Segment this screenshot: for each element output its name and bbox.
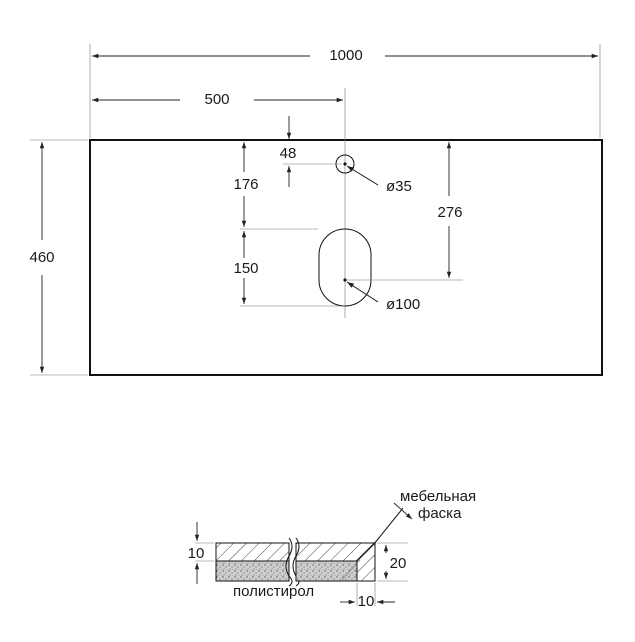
tap-hole-leader — [346, 165, 379, 186]
edge-section — [356, 541, 376, 582]
polystyrene-core — [215, 560, 290, 582]
tap-offset-label: 48 — [280, 145, 297, 162]
half-width-label: 500 — [204, 91, 229, 108]
tap-to-bowl-center-label: 276 — [437, 204, 462, 221]
countertop-outline — [89, 139, 603, 376]
bowl-diameter-label: ø100 — [386, 296, 420, 313]
tap-to-bowl-gap-label: 176 — [233, 176, 258, 193]
total-thickness-label: 20 — [390, 555, 407, 572]
tap-hole-center — [343, 162, 347, 166]
polystyrene-core — [295, 560, 358, 582]
chamfer-label-line2: фаска — [418, 505, 462, 522]
chamfer-leader-arrow — [393, 502, 413, 520]
top-view: 1000 500 460 48 ø35 176 — [29, 44, 603, 376]
top-layer-section — [215, 542, 290, 562]
section-view: 10 20 10 мебельная фаска полистирол — [188, 488, 476, 610]
break-line — [285, 537, 293, 587]
edge-thickness-label: 10 — [358, 593, 375, 610]
chamfer-leader — [339, 559, 361, 583]
height-label: 460 — [29, 249, 54, 266]
bowl-height-label: 150 — [233, 260, 258, 277]
width-label: 1000 — [329, 47, 362, 64]
tap-hole-diameter-label: ø35 — [386, 178, 412, 195]
chamfer-leader — [373, 507, 404, 545]
bowl-leader — [346, 281, 379, 303]
top-thickness-label: 10 — [188, 545, 205, 562]
polystyrene-label: полистирол — [233, 583, 314, 600]
chamfer-label-line1: мебельная — [400, 488, 476, 505]
